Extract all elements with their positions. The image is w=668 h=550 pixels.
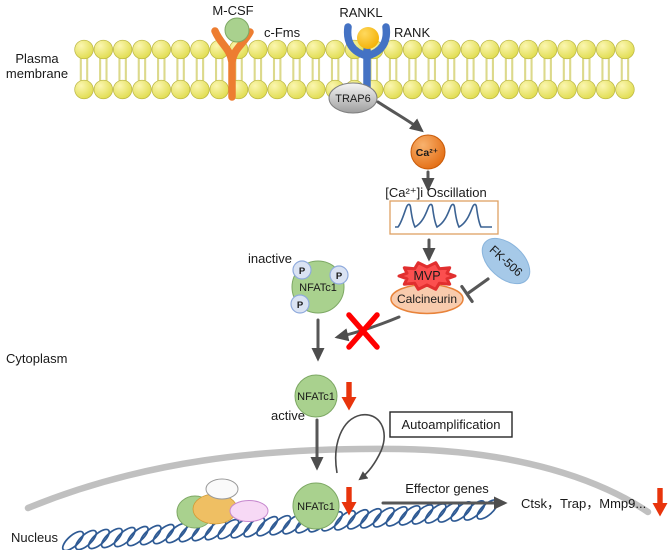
plasma-membrane-label-line2: membrane [6,66,68,81]
mvp-label: MVP [413,269,440,283]
mitf-factor [229,500,269,522]
mcsf-label: M-CSF [212,3,253,18]
decrease-arrow-icon [341,382,357,411]
ca-oscillation-label: [Ca²⁺]i Oscillation [385,185,487,200]
effector-genes-label: Effector genes [405,481,489,496]
phosphate-label: P [297,300,304,311]
phosphate-icon [292,260,312,280]
autoamplification-loop-arrow [335,414,385,481]
phosphate-group: P P P [290,260,349,314]
rank-label: RANK [394,25,430,40]
calcium-ion-label: Ca²⁺ [416,147,438,159]
decrease-arrow-icon [652,488,668,517]
rankl-label: RANKL [339,5,382,20]
nfatc1-nuclear [292,482,340,530]
dna-helix [61,499,499,550]
rankl-ligand-ball [357,27,379,49]
autoamplification-box [389,411,513,438]
nfatc1-nuclear-label: NFATc1 [297,501,335,513]
oscillation-waveform [395,203,492,229]
trap6-adapter [328,82,378,114]
phosphate-icon [290,294,310,314]
nucleus-label: Nucleus [11,530,58,545]
cytoplasm-label: Cytoplasm [6,351,67,366]
active-state-label: active [271,408,305,423]
autoamplification-label: Autoamplification [402,417,501,432]
trap6-to-ca-arrow [376,100,424,133]
phosphate-label: P [299,266,306,277]
phosphate-icon [329,265,349,285]
nuclear-membrane [24,445,652,516]
blocked-red-x-icon [346,312,380,350]
fk506-inhibition-tbar [460,277,490,303]
calcineurin-label: Calcineurin [397,292,457,306]
pu1-factor [205,478,239,500]
plasma-membrane-label-line1: Plasma [15,51,59,66]
nfatc1-active-label: NFATc1 [297,391,335,403]
inactive-state-label: inactive [248,251,292,266]
nfatc1-active [294,374,338,418]
calcium-ion [410,134,446,170]
mcsf-ligand-ball [224,17,250,43]
fk506-drug: FK-506 [481,237,531,285]
nfatc1-inactive-label: NFATc1 [299,282,337,294]
phosphate-label: P [336,271,343,282]
cfms-label: c-Fms [264,25,301,40]
mvp-burst-shape [397,261,457,291]
trap6-label: TRAP6 [335,93,370,105]
oscillation-box [389,200,499,235]
effector-gene-list: Ctsk，Trap，Mmp9... [521,496,646,511]
